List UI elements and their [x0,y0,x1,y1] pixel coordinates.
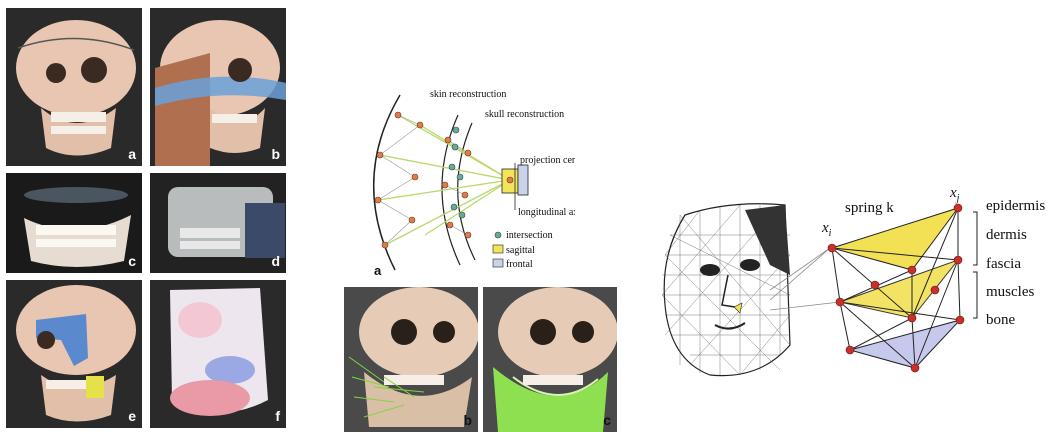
panel-d-label: d [271,253,280,269]
reconstruction-arcs [374,95,475,270]
panel-e: e [6,280,142,428]
panel-a-label: a [128,146,136,162]
panel-f: f [150,280,286,428]
skin-label: skin reconstruction [430,89,506,100]
panel-mid-c-label: c [603,412,611,428]
panel-mid-b: b [344,287,478,432]
skull-skin-image [150,8,286,166]
spring-k-label: spring k [845,200,894,217]
legend-intersection: intersection [506,230,553,241]
skull-label: skull reconstruction [485,109,564,120]
diagram-a-label: a [374,263,382,278]
xj-label: xj [950,185,959,204]
panel-a: a [6,8,142,166]
panel-mid-b-label: b [463,412,472,428]
panel-b: b [150,8,286,166]
skull-image [6,8,142,166]
layer-brackets [973,212,977,318]
layer-fascia: fascia [986,256,1021,273]
legend-sagittal: sagittal [506,245,535,256]
layer-epidermis: epidermis [986,198,1045,215]
layer-bone: bone [986,312,1015,329]
axis-label: longitudinal axis [518,207,575,218]
projection-rays [378,115,510,245]
panel-e-label: e [128,408,136,424]
diagram-legend: intersection sagittal frontal [493,230,553,270]
reconstruction-diagram: skin reconstruction skull reconstruction… [360,85,575,280]
panel-b-label: b [271,146,280,162]
projection-planes [502,163,528,210]
panel-mid-c: c [483,287,617,432]
face-colormap-image [150,280,286,428]
skull-green-sparse [344,287,478,432]
projection-label: projection center [520,155,575,166]
panel-d: d [150,173,286,273]
jaw-image [6,173,142,273]
gray-skull-image [150,173,286,273]
skull-highlight-image [6,280,142,428]
legend-frontal: frontal [506,259,533,270]
skull-green-dense [483,287,617,432]
layer-dermis: dermis [986,227,1027,244]
panel-c: c [6,173,142,273]
layer-muscles: muscles [986,284,1034,301]
xi-label: xi [822,220,831,239]
panel-c-label: c [128,253,136,269]
panel-f-label: f [275,408,280,424]
spring-model-diagram [770,190,990,380]
